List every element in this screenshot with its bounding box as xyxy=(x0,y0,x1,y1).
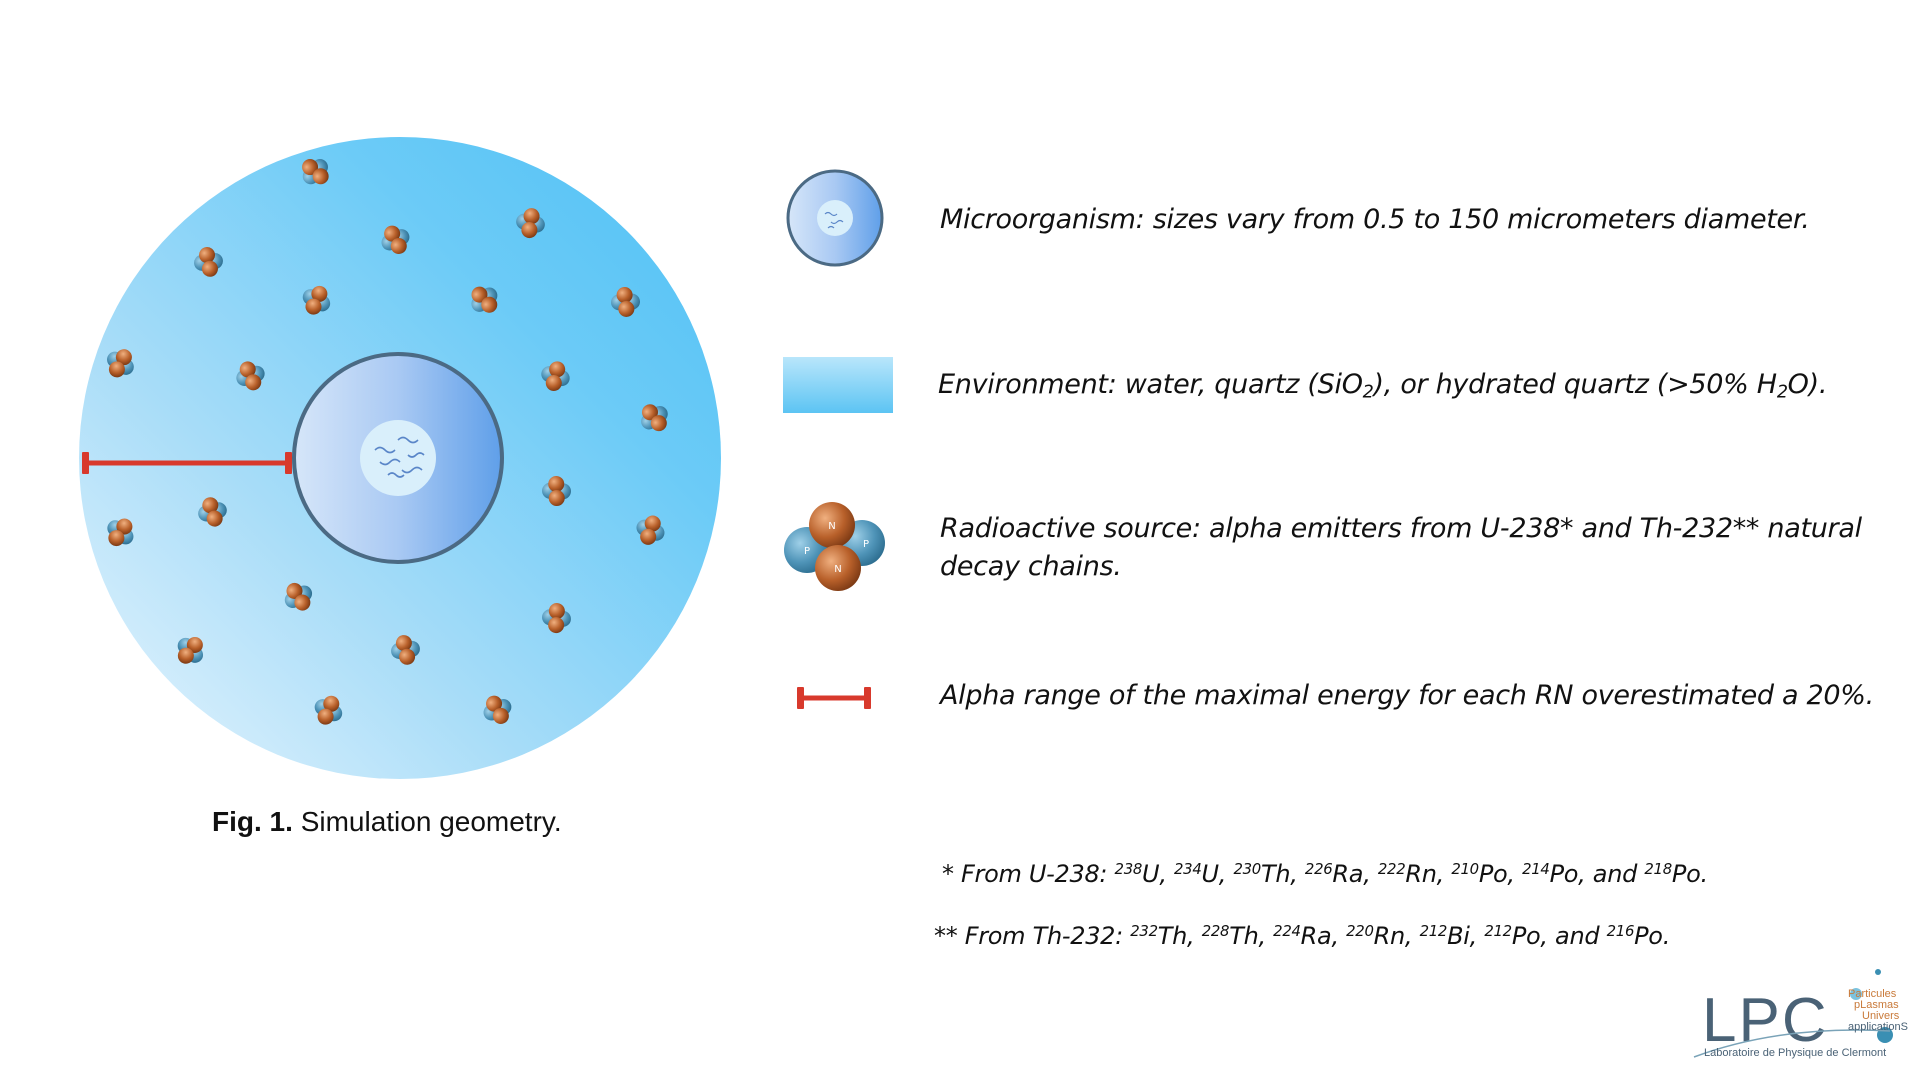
simulation-geometry-figure xyxy=(79,137,721,779)
footnote-u238-prefix: * From U-238: xyxy=(942,860,1115,888)
environment-sub-b: 2 xyxy=(1776,382,1788,403)
isotope-mass: 238 xyxy=(1114,859,1143,878)
isotope-element: Ra xyxy=(1332,860,1364,888)
lpc-line-2: pLasmas xyxy=(1854,999,1899,1011)
isotope-element: U xyxy=(1201,860,1220,888)
legend-environment-text: Environment: water, quartz (SiO2), or hy… xyxy=(938,366,1898,404)
isotope-mass: 212 xyxy=(1484,921,1512,940)
proton-label-right: P xyxy=(863,539,869,550)
alpha-range-bar xyxy=(82,452,292,474)
range-bar-icon xyxy=(797,687,871,709)
lpc-logo: LPC Particules pLasmas Univers applicati… xyxy=(1690,965,1910,1065)
lpc-line-4: applicationS xyxy=(1848,1021,1908,1033)
proton-label-left: P xyxy=(804,546,810,557)
isotope-mass: 214 xyxy=(1522,859,1550,878)
isotope-element: Ra xyxy=(1300,922,1332,950)
legend-microorganism-text: Microorganism: sizes vary from 0.5 to 15… xyxy=(940,204,1810,235)
environment-swatch xyxy=(783,357,893,413)
isotope-mass: 224 xyxy=(1273,921,1301,940)
caption-label: Fig. 1. xyxy=(212,806,293,837)
isotope-element: Th xyxy=(1260,860,1291,888)
lpc-logo-swoosh xyxy=(1693,969,1893,1058)
isotope-element: Po xyxy=(1478,860,1508,888)
legend-radioactive-text: Radioactive source: alpha emitters from … xyxy=(940,513,1862,582)
isotope-element: Po xyxy=(1549,860,1579,888)
isotope-mass: 212 xyxy=(1419,921,1448,940)
environment-text-part-a: Environment: water, quartz (SiO xyxy=(938,369,1363,400)
lpc-line-1: Particules xyxy=(1848,988,1897,1000)
environment-text-part-b: ), or hydrated quartz (>50% H xyxy=(1373,369,1778,400)
isotope-mass: 216 xyxy=(1606,921,1635,940)
neutron-label-top: N xyxy=(828,521,835,532)
environment-sub-a: 2 xyxy=(1362,382,1374,403)
isotope-element: Po xyxy=(1671,860,1701,888)
isotope-element: U xyxy=(1142,860,1160,888)
environment-text-part-c: O). xyxy=(1787,369,1828,400)
dna-icon xyxy=(374,436,425,478)
isotope-mass: 220 xyxy=(1346,921,1374,940)
isotope-mass: 228 xyxy=(1201,921,1230,940)
isotope-mass: 234 xyxy=(1174,859,1202,878)
microorganism-icon xyxy=(786,169,884,267)
isotope-mass: 210 xyxy=(1451,859,1479,878)
isotope-element: Bi xyxy=(1447,922,1470,950)
lpc-line-3: Univers xyxy=(1862,1010,1900,1022)
cell-nucleus xyxy=(360,420,436,496)
footnote-th232-prefix: ** From Th-232: xyxy=(934,922,1131,950)
lpc-logo-title: LPC xyxy=(1702,986,1829,1055)
caption-text: Simulation geometry. xyxy=(300,806,562,837)
isotope-mass: 222 xyxy=(1377,859,1406,878)
isotope-mass: 230 xyxy=(1233,859,1261,878)
isotope-element: Th xyxy=(1157,922,1188,950)
lpc-logo-subtitle: Laboratoire de Physique de Clermont xyxy=(1704,1047,1887,1059)
isotope-element: Po xyxy=(1634,922,1663,950)
isotope-element: Rn xyxy=(1373,922,1406,950)
footnote-th232: ** From Th-232: 232Th, 228Th, 224Ra, 220… xyxy=(934,921,1671,950)
isotope-mass: 218 xyxy=(1644,859,1672,878)
isotope-element: Rn xyxy=(1405,860,1437,888)
footnote-u238: * From U-238: 238U, 234U, 230Th, 226Ra, … xyxy=(942,859,1708,888)
legend-range-text: Alpha range of the maximal energy for ea… xyxy=(940,680,1874,711)
isotope-element: Po xyxy=(1511,922,1541,950)
isotope-element: Th xyxy=(1229,922,1259,950)
isotope-mass: 226 xyxy=(1304,859,1333,878)
alpha-particle-icon: N N P P xyxy=(784,502,885,591)
neutron-label-bottom: N xyxy=(834,564,841,575)
figure-caption: Fig. 1. Simulation geometry. xyxy=(212,806,562,838)
isotope-mass: 232 xyxy=(1130,921,1158,940)
